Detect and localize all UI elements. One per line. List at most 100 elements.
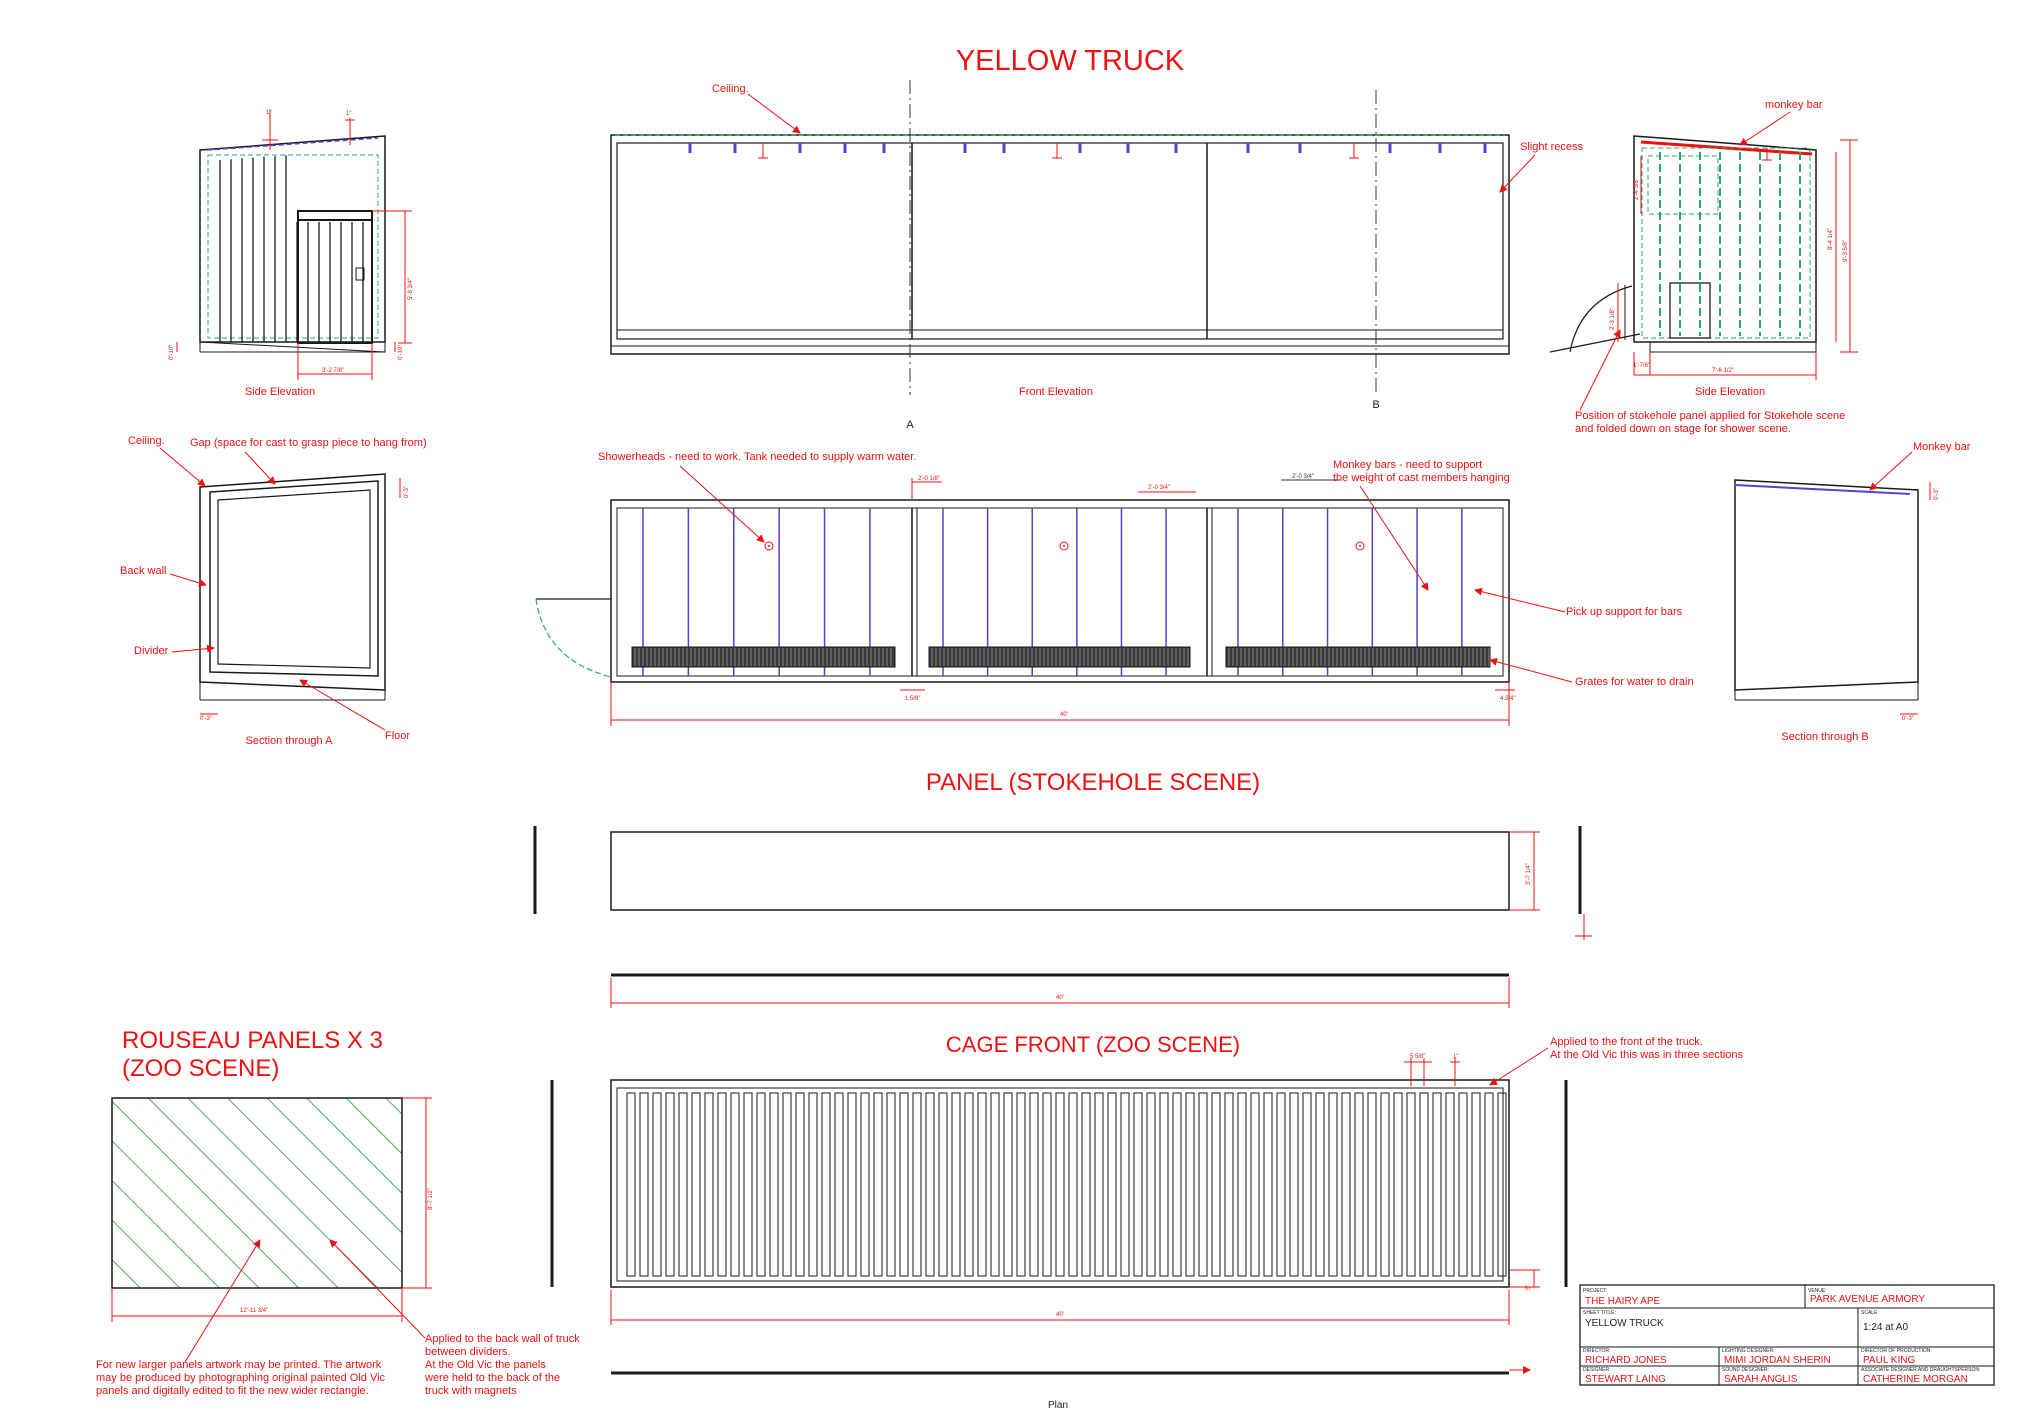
cage-slat	[873, 1092, 883, 1277]
cage-slat	[1042, 1092, 1052, 1277]
cage-slat	[1133, 1092, 1143, 1277]
sec-a-top-dim: 0'-3"	[404, 486, 410, 498]
hook	[688, 143, 692, 153]
cage-slat	[1120, 1092, 1130, 1277]
section-b-caption: Section through B	[1781, 731, 1868, 743]
hook	[882, 143, 886, 153]
hook	[1483, 143, 1487, 153]
right-step-dim: 2'-3 1/8"	[1610, 308, 1616, 330]
right-height-dim-1: 8'-4 1/4"	[1828, 228, 1834, 250]
cage-slat	[808, 1092, 818, 1277]
grate	[1225, 646, 1491, 668]
slight-recess-note: Slight recess	[1520, 141, 1583, 153]
tb-lighting-label: LIGHTING DESIGNER:	[1722, 1348, 1775, 1354]
plan-length-dim: 40'	[1060, 712, 1068, 718]
hook	[733, 143, 737, 153]
ceiling-note-top: Ceiling.	[712, 83, 749, 95]
hook	[1388, 143, 1392, 153]
cage-top-dim-1: 5 5/8"	[1410, 1054, 1425, 1060]
larger-panels-note-line2: may be produced by photographing origina…	[96, 1372, 386, 1384]
cage-slat	[1250, 1092, 1260, 1277]
cage-slat	[691, 1092, 701, 1277]
right-height-dim-2: 9'-3 5/8"	[1843, 240, 1849, 262]
cage-slat	[678, 1092, 688, 1277]
cage-front-title: CAGE FRONT (ZOO SCENE)	[946, 1032, 1240, 1057]
applied-front-note-line1: Applied to the front of the truck.	[1550, 1036, 1703, 1048]
divider-note: Divider	[134, 645, 169, 657]
grates-note: Grates for water to drain	[1575, 676, 1694, 688]
section-mark-b: B	[1372, 399, 1379, 411]
cage-slat	[990, 1092, 1000, 1277]
hook	[843, 143, 847, 153]
side-base-left-dim: 0'-10"	[169, 345, 175, 360]
tb-designer-label: DESIGNER:	[1583, 1367, 1611, 1373]
stokehole-note-line1: Position of stokehole panel applied for …	[1575, 410, 1845, 422]
plan-dim-2: 2'-0 3/4"	[1148, 485, 1170, 491]
cage-slat	[1406, 1092, 1416, 1277]
cage-slat	[1198, 1092, 1208, 1277]
tb-scale-label: SCALE:	[1861, 1310, 1879, 1316]
side-elevation-left-caption: Side Elevation	[245, 386, 315, 398]
back-wall-note: Back wall	[120, 565, 166, 577]
cage-slat	[1263, 1092, 1273, 1277]
cage-slat	[1185, 1092, 1195, 1277]
cage-slat	[977, 1092, 987, 1277]
side-elevation-left: 1" 1" 5'-8 3/4" 0'-10" 0'-10" 3'-2 7/8"	[169, 110, 414, 380]
cage-slat	[743, 1092, 753, 1277]
right-width-dim: 7'-6 1/2"	[1712, 368, 1734, 374]
hook	[1078, 143, 1082, 153]
cage-slat	[1289, 1092, 1299, 1277]
tb-associate-label: ASSOCIATE DESIGNER AND DRAUGHTSPERSON:	[1861, 1367, 1980, 1373]
sec-b-top-dim: 0'-3"	[1934, 488, 1940, 500]
cage-slat	[717, 1092, 727, 1277]
front-elevation	[610, 80, 1510, 395]
cage-slat	[756, 1092, 766, 1277]
monkey-bar-b-note: Monkey bar	[1913, 441, 1971, 453]
cage-slat	[1393, 1092, 1403, 1277]
cage-slat	[821, 1092, 831, 1277]
rouseau-width-dim: 12'-11 3/4"	[240, 1308, 268, 1314]
cage-slat	[1159, 1092, 1169, 1277]
tb-sound: SARAH ANGLIS	[1724, 1374, 1798, 1385]
tb-sheet: YELLOW TRUCK	[1585, 1318, 1664, 1329]
cage-slat	[1367, 1092, 1377, 1277]
cage-slat	[639, 1092, 649, 1277]
cage-slat	[1146, 1092, 1156, 1277]
cage-slat	[730, 1092, 740, 1277]
pickup-support-note: Pick up support for bars	[1566, 606, 1683, 618]
monkey-bars-note-line1: Monkey bars - need to support	[1333, 459, 1482, 471]
cage-slat	[1419, 1092, 1429, 1277]
hook	[1126, 143, 1130, 153]
tb-production: PAUL KING	[1863, 1355, 1915, 1366]
larger-panels-note-line1: For new larger panels artwork may be pri…	[96, 1359, 382, 1371]
cage-slat	[782, 1092, 792, 1277]
hook	[1246, 143, 1250, 153]
back-wall-note-line4: were held to the back of the	[424, 1372, 560, 1384]
plan-dim-1: 2'-0 1/8"	[918, 476, 940, 482]
cage-slat	[1016, 1092, 1026, 1277]
cage-slat	[652, 1092, 662, 1277]
larger-panels-note-line3: panels and digitally edited to fit the n…	[96, 1385, 369, 1397]
cage-slat	[1237, 1092, 1247, 1277]
section-through-b: 0'-3" 0'-3"	[1734, 479, 1940, 722]
yellow-truck-title: YELLOW TRUCK	[956, 45, 1185, 77]
tb-project-label: PROJECT:	[1583, 1288, 1607, 1294]
hook	[1174, 143, 1178, 153]
side-top-dim-1: 1"	[266, 110, 271, 116]
cage-height-dim: 5"	[1526, 1285, 1532, 1290]
rouseau-height-dim: 8'-7 1/2"	[428, 1188, 434, 1210]
tb-project: THE HAIRY APE	[1585, 1296, 1661, 1307]
grate	[631, 646, 896, 668]
cage-slat	[1029, 1092, 1039, 1277]
showerheads-note: Showerheads - need to work. Tank needed …	[598, 451, 916, 463]
plan-view: 2'-0 1/8" 2'-0 3/4" 2'-0 3/4" 1 5/8" 4 3…	[535, 474, 1515, 726]
back-wall-note-line5: truck with magnets	[425, 1385, 517, 1397]
cage-slat	[1471, 1092, 1481, 1277]
side-height-dim: 5'-8 3/4"	[408, 278, 414, 300]
section-through-a: 0'-3" 0'-3"	[199, 473, 410, 722]
cage-slat	[1302, 1092, 1312, 1277]
grate	[928, 646, 1191, 668]
cage-slat	[1458, 1092, 1468, 1277]
tb-sound-label: SOUND DESIGNER:	[1722, 1367, 1769, 1373]
